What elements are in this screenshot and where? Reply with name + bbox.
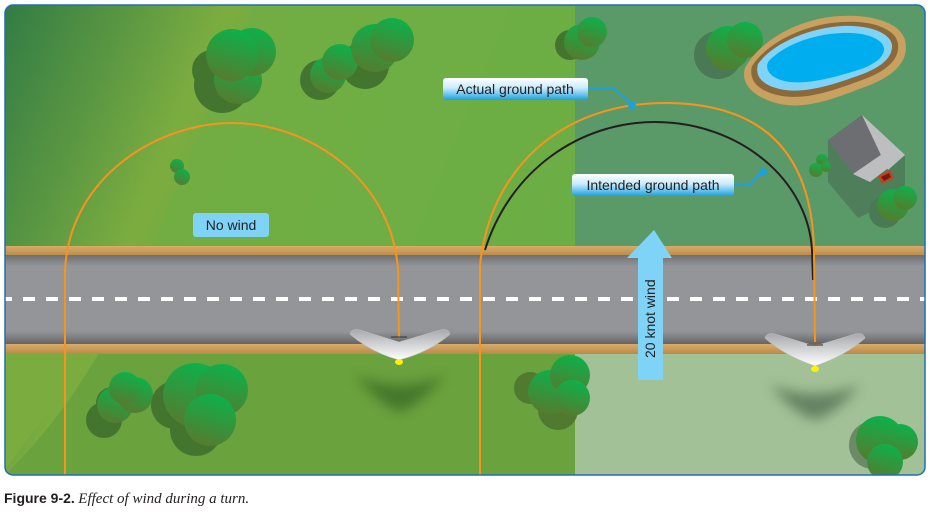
figure-frame [4, 4, 926, 476]
tree-cluster-top-left [192, 28, 276, 113]
house-icon [809, 115, 917, 228]
field-lower-left-dark [5, 352, 100, 470]
figure-number: Figure 9-2. [4, 490, 75, 506]
hang-glider-icon [764, 333, 866, 372]
figure-caption-text: Effect of wind during a turn. [78, 491, 250, 507]
wind-arrow-label: 20 knot wind [642, 279, 658, 358]
figure-caption: Figure 9-2. Effect of wind during a turn… [4, 490, 249, 508]
no-wind-path [64, 121, 400, 475]
tree-cluster-bottom-left [86, 363, 248, 456]
intended-ground-path [484, 120, 814, 281]
tree-top-center [555, 17, 607, 60]
actual-ground-path [479, 101, 816, 475]
hang-glider-icon [349, 329, 451, 365]
tree-cluster-bottom-right [849, 416, 918, 475]
no-wind-label: No wind [193, 213, 269, 237]
intended-ground-path-callout: Intended ground path [572, 168, 767, 196]
svg-text:No wind: No wind [206, 217, 257, 233]
tree-cluster-top-middle [300, 18, 414, 100]
tree-top-right [694, 22, 763, 79]
svg-text:Actual ground path: Actual ground path [456, 81, 574, 97]
tree-cluster-bottom-center [514, 355, 590, 430]
svg-text:Intended ground path: Intended ground path [586, 177, 719, 193]
wind-arrow: 20 knot wind [627, 230, 672, 380]
glider-shadow-left [355, 375, 445, 412]
tree-small-left [170, 159, 190, 185]
actual-ground-path-callout: Actual ground path [443, 78, 636, 109]
road [5, 246, 925, 354]
pond-icon [744, 15, 906, 106]
glider-shadow-right [770, 385, 860, 420]
wind-turn-diagram: 20 knot wind No wind Actual ground path … [4, 4, 926, 476]
